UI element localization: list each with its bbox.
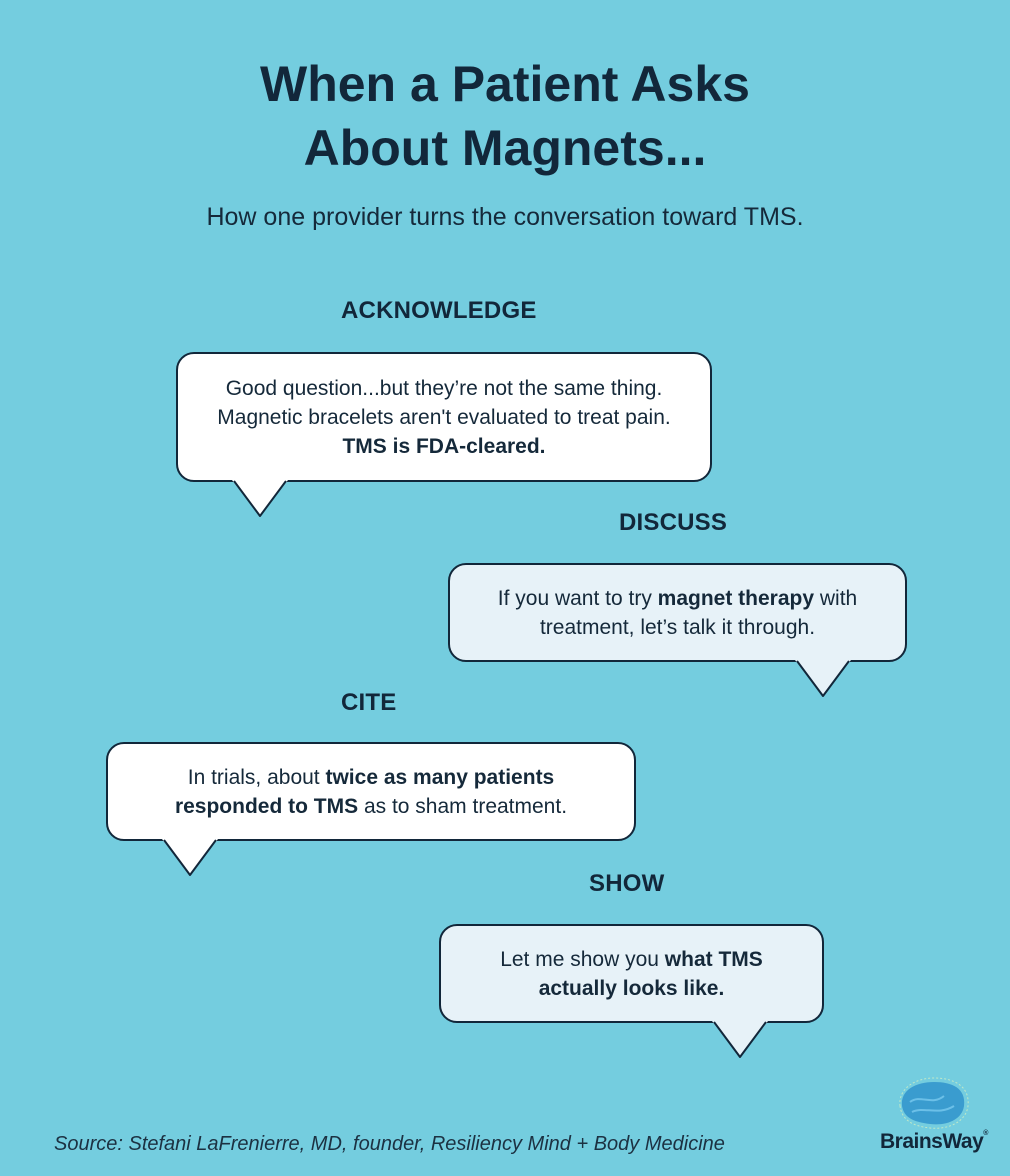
speech-bubble-show: Let me show you what TMS actually looks …	[439, 924, 824, 1023]
step-label-discuss: DISCUSS	[619, 509, 728, 536]
source-citation: Source: Stefani LaFrenierre, MD, founder…	[54, 1133, 725, 1155]
bubble-text-bold: twice as many patients responded to TMS	[174, 765, 555, 818]
brainsway-logo: BrainsWay®	[878, 1076, 990, 1160]
speech-bubble-cite: In trials, about twice as many patients …	[106, 742, 636, 841]
step-label-show: SHOW	[589, 870, 665, 897]
page-title: When a Patient Asks About Magnets...	[0, 52, 1010, 180]
brain-logo-icon	[899, 1077, 969, 1129]
speech-bubble-discuss: If you want to try magnet therapy with t…	[448, 563, 907, 662]
bubble-text-bold: what TMS actually looks like.	[538, 947, 763, 1000]
speech-bubble-tail	[795, 660, 851, 697]
bubble-text-bold: TMS is FDA-cleared.	[342, 434, 546, 458]
speech-bubble-tail	[232, 480, 288, 517]
bubble-text-plain: In trials, about	[187, 765, 326, 789]
registered-mark: ®	[983, 1130, 988, 1137]
bubble-text-discuss: If you want to try magnet therapy with t…	[478, 584, 878, 642]
bubble-text-plain: If you want to try	[497, 586, 658, 610]
speech-bubble-acknowledge: Good question...but they’re not the same…	[176, 352, 712, 482]
bubble-text-bold: magnet therapy	[657, 586, 815, 610]
bubble-text-cite: In trials, about twice as many patients …	[136, 763, 606, 821]
step-label-acknowledge: ACKNOWLEDGE	[341, 297, 537, 324]
title-line-1: When a Patient Asks	[260, 56, 750, 112]
bubble-text-show: Let me show you what TMS actually looks …	[472, 945, 792, 1003]
bubble-text-plain: Good question...but they’re not the same…	[217, 376, 671, 429]
bubble-text-plain: as to sham treatment.	[358, 794, 568, 818]
bubble-text-acknowledge: Good question...but they’re not the same…	[209, 374, 679, 461]
speech-bubble-tail	[712, 1021, 768, 1058]
bubble-text-plain: Let me show you	[500, 947, 665, 971]
subtitle: How one provider turns the conversation …	[206, 203, 804, 231]
bubble-text-plain: with treatment, let’s talk it through.	[539, 586, 858, 639]
speech-bubble-tail	[162, 839, 218, 876]
logo-text: BrainsWay	[880, 1130, 984, 1153]
step-label-cite: CITE	[341, 689, 397, 716]
title-line-2: About Magnets...	[303, 120, 707, 176]
logo-wordmark: BrainsWay®	[880, 1130, 988, 1154]
